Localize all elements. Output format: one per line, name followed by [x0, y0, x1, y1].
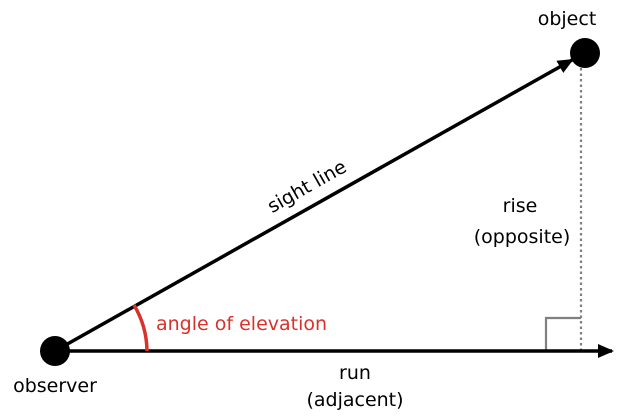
angle-arc — [132, 304, 149, 352]
angle-of-elevation-label: angle of elevation — [156, 313, 327, 335]
object-label: object — [538, 8, 597, 30]
observer-label: observer — [13, 375, 97, 397]
object-point — [570, 38, 600, 68]
right-angle-marker — [544, 316, 581, 351]
observer-point — [40, 336, 70, 366]
adjacent-label: (adjacent) — [306, 389, 403, 411]
opposite-label: (opposite) — [474, 226, 571, 248]
run-label: run — [339, 362, 371, 384]
rise-label: rise — [503, 195, 538, 217]
sight-line-arrow — [54, 58, 574, 353]
